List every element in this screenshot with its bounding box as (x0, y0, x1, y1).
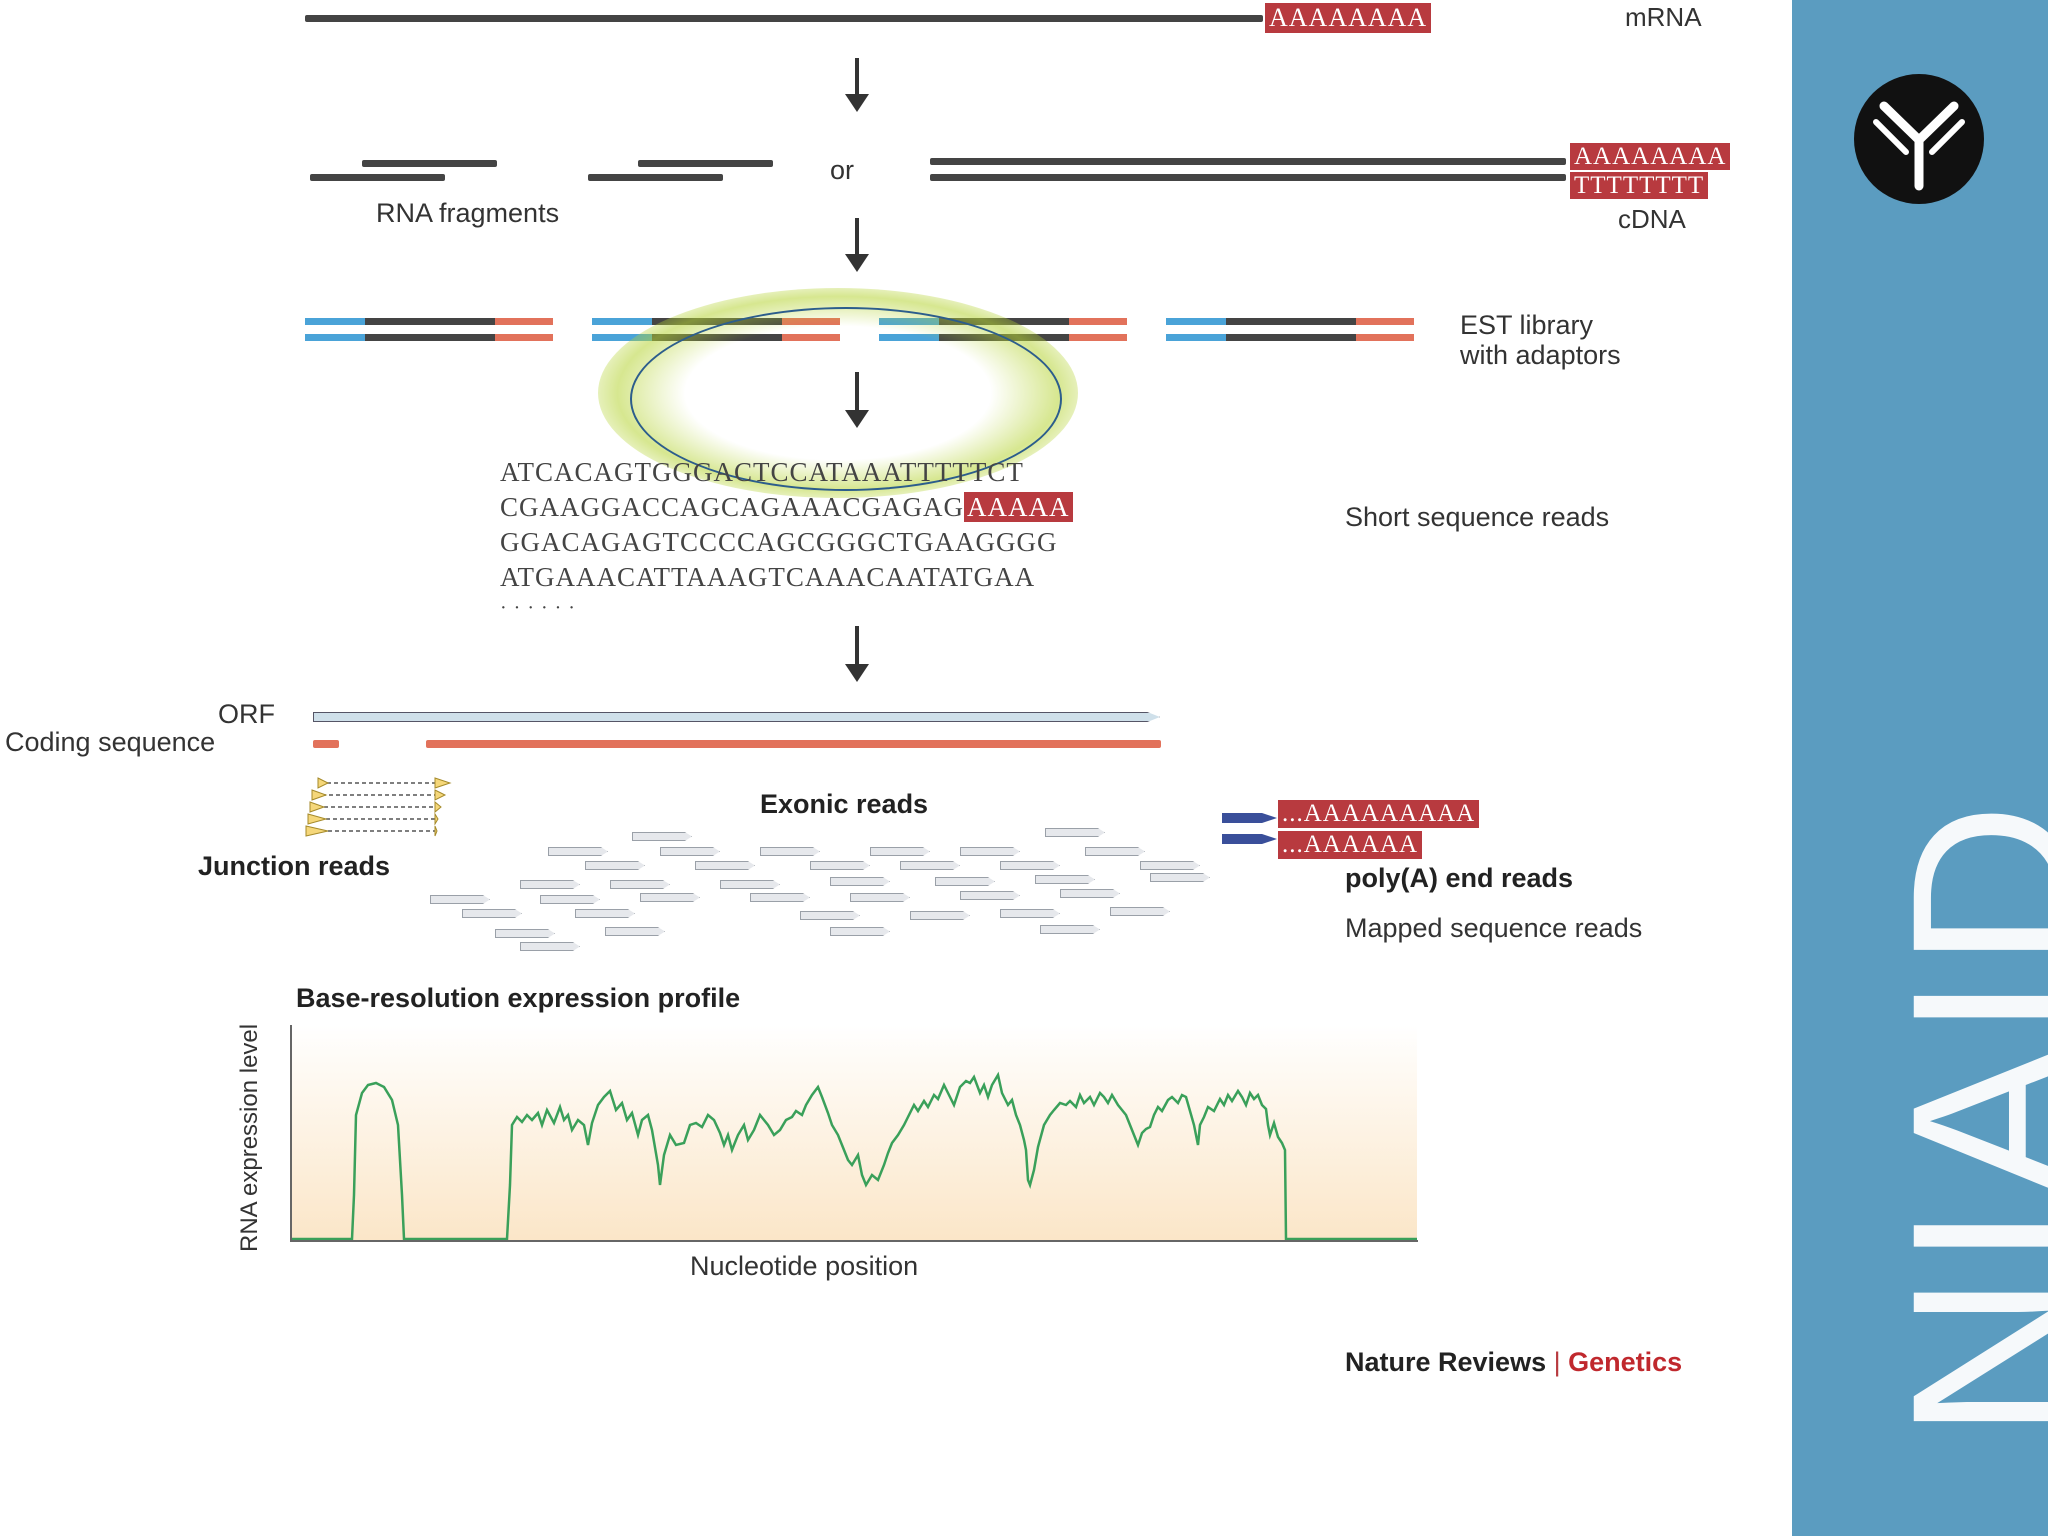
arrow-down-icon (845, 372, 869, 428)
brand-wordmark: NIAID (1864, 796, 2048, 1440)
exonic-read (1040, 925, 1100, 934)
exonic-read (585, 861, 645, 870)
exonic-read (910, 911, 970, 920)
exonic-read (1060, 889, 1120, 898)
exonic-read (605, 927, 665, 936)
sequence-read-1: ATCACAGTGGGACTCCATAAATTTTTCT (500, 457, 1024, 487)
exonic-read (430, 895, 490, 904)
sequence-read-2-polya: AAAAA (964, 492, 1073, 522)
exonic-read (660, 847, 720, 856)
sequence-read-3: GGACAGAGTCCCCAGCGGGCTGAAGGGG (500, 527, 1058, 557)
est-library-label: EST library (1460, 310, 1594, 340)
exonic-read (640, 893, 700, 902)
with-adaptors-label: with adaptors (1460, 340, 1621, 370)
coding-sequence-label: Coding sequence (5, 727, 216, 757)
y-axis-label: RNA expression level (236, 1023, 263, 1252)
exonic-read (1035, 875, 1095, 884)
exonic-read (548, 847, 608, 856)
orf-label: ORF (218, 699, 275, 729)
junction-reads-label: Junction reads (198, 851, 391, 881)
highlight-ellipse (630, 307, 1062, 491)
exonic-read (1045, 828, 1105, 837)
journal-separator: | (1553, 1347, 1561, 1377)
exonic-read (495, 929, 555, 938)
exonic-read (935, 877, 995, 886)
est-fragment (1166, 318, 1414, 341)
exonic-read (1000, 909, 1060, 918)
exonic-read (575, 909, 635, 918)
cdna-strand-top (930, 158, 1566, 165)
short-reads-label: Short sequence reads (1345, 502, 1610, 532)
cdna-polyt: TTTTTTTT (1570, 172, 1709, 199)
profile-title: Base-resolution expression profile (296, 983, 741, 1013)
exonic-reads-label: Exonic reads (760, 789, 929, 819)
exonic-read (830, 927, 890, 936)
or-label: or (830, 155, 855, 185)
exonic-read (520, 880, 580, 889)
exonic-read (960, 847, 1020, 856)
exonic-read (750, 893, 810, 902)
mrna-strand (305, 15, 1263, 22)
orf-bar (313, 712, 1160, 722)
rna-fragment (588, 174, 723, 181)
cdna-label: cDNA (1618, 204, 1686, 234)
polya-read-arrow-icon (1222, 813, 1277, 844)
exonic-read (462, 909, 522, 918)
exonic-read (1140, 861, 1200, 870)
exonic-read (800, 911, 860, 920)
exonic-read (1000, 861, 1060, 870)
expression-profile-line (292, 1071, 1417, 1240)
exonic-read (540, 895, 600, 904)
est-fragment (305, 318, 553, 341)
junction-reads-graphic (305, 777, 452, 837)
exonic-read (520, 942, 580, 951)
exonic-read (830, 877, 890, 886)
exonic-read (695, 861, 755, 870)
rna-fragment (310, 174, 445, 181)
arrow-down-icon (845, 58, 869, 112)
sequence-ellipsis: · · · · · · (500, 597, 576, 619)
mrna-polya-tail: AAAAAAAA (1265, 3, 1432, 33)
x-axis-label: Nucleotide position (690, 1251, 919, 1281)
sidebar-brand-panel (1792, 0, 2048, 1536)
rna-fragments-label: RNA fragments (376, 198, 560, 228)
rna-fragment (362, 160, 497, 167)
exonic-read (870, 847, 930, 856)
cdna-polya: AAAAAAAA (1570, 143, 1731, 170)
journal-section: Genetics (1568, 1347, 1683, 1377)
exonic-read (1150, 873, 1210, 882)
profile-x-axis (290, 1240, 1418, 1242)
exonic-read (1085, 847, 1145, 856)
mrna-label: mRNA (1625, 2, 1702, 32)
polya-end-reads-label: poly(A) end reads (1345, 863, 1574, 893)
sequence-read-2-body: CGAAGGACCAGCAGAAACGAGAG (500, 492, 965, 522)
coding-sequence-segment (426, 740, 1161, 748)
mapped-reads-label: Mapped sequence reads (1345, 913, 1643, 943)
profile-y-axis (290, 1025, 292, 1242)
arrow-down-icon (845, 626, 869, 682)
exonic-read (850, 893, 910, 902)
exonic-read (900, 861, 960, 870)
coding-sequence-segment (313, 740, 339, 748)
journal-credit: Nature Reviews | Genetics (1345, 1347, 1682, 1378)
sequence-read-4: ATGAAACATTAAAGTCAAACAATATGAA (500, 562, 1036, 592)
cdna-strand-bottom (930, 174, 1566, 181)
exonic-read (960, 891, 1020, 900)
journal-name: Nature Reviews (1345, 1347, 1547, 1377)
exonic-read (810, 861, 870, 870)
arrow-down-icon (845, 218, 869, 272)
polya-end-read-2: ...AAAAAA (1278, 831, 1423, 859)
exonic-read (610, 880, 670, 889)
polya-end-read-1: ...AAAAAAAAA (1278, 800, 1480, 828)
exonic-read (760, 847, 820, 856)
rna-fragment (638, 160, 773, 167)
exonic-read (1110, 907, 1170, 916)
antibody-icon (1854, 74, 1984, 204)
exonic-read (720, 880, 780, 889)
exonic-read (632, 832, 692, 841)
profile-plot-area (292, 1025, 1417, 1240)
